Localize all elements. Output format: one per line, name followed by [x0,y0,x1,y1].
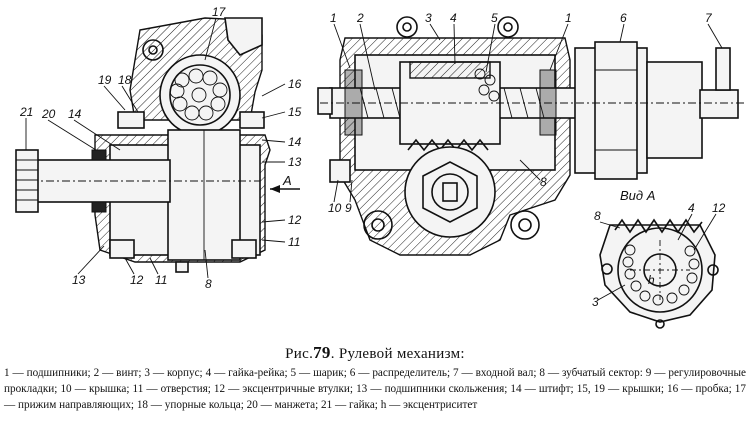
callout-5: 5 [491,11,498,25]
callout-12a: 12 [712,201,726,215]
figure-title: . Рулевой механизм: [330,346,465,362]
callout-h: h [648,273,655,287]
callout-16: 16 [288,77,302,91]
callout-14b: 14 [288,135,302,149]
callout-13b: 13 [72,273,86,287]
left-section-view: A [15,17,300,273]
callout-11b: 11 [155,273,167,287]
callouts-left: 17 19 18 20 14 21 16 15 14 13 12 11 13 1… [19,5,302,291]
callout-8: 8 [205,277,212,291]
callout-4a: 4 [688,201,695,215]
callout-1b: 1 [565,11,572,25]
callout-3: 3 [425,11,432,25]
callout-11: 11 [288,235,300,249]
figure-caption-title: Рис.79. Рулевой механизм: [0,343,750,363]
callout-2: 2 [356,11,364,25]
callout-7: 7 [705,11,713,25]
view-a-balls [622,244,700,306]
callout-12: 12 [288,213,302,227]
callout-3a: 3 [592,295,599,309]
callout-4: 4 [450,11,457,25]
view-a-title: Вид А [620,188,655,203]
arrow-a-label: A [282,173,292,188]
leader-lines [25,17,723,301]
view-a: Вид А [599,188,719,329]
steering-mechanism-drawing: A [15,5,745,329]
callout-6: 6 [620,11,627,25]
figure-legend: 1 — подшипники; 2 — винт; 3 — корпус; 4 … [4,367,746,411]
callout-8r: 8 [540,175,547,189]
callout-15: 15 [288,105,302,119]
callout-21: 21 [19,105,33,119]
callout-9: 9 [345,201,352,215]
callout-17: 17 [212,5,227,19]
bearing-balls [169,68,228,121]
callout-14: 14 [68,107,82,121]
callout-10: 10 [328,201,342,215]
right-section-view [317,16,745,256]
callout-19: 19 [98,73,112,87]
callout-8a: 8 [594,209,601,223]
callout-18: 18 [118,73,132,87]
callout-1: 1 [330,11,337,25]
callout-20: 20 [41,107,56,121]
callouts-view-a: 8 4 12 3 h [592,201,726,309]
figure-number: 79 [313,343,331,362]
callout-13: 13 [288,155,302,169]
figure-prefix: Рис. [285,346,314,362]
callout-12b: 12 [130,273,144,287]
callouts-right: 1 2 3 4 5 1 6 7 8 10 9 [328,11,713,215]
